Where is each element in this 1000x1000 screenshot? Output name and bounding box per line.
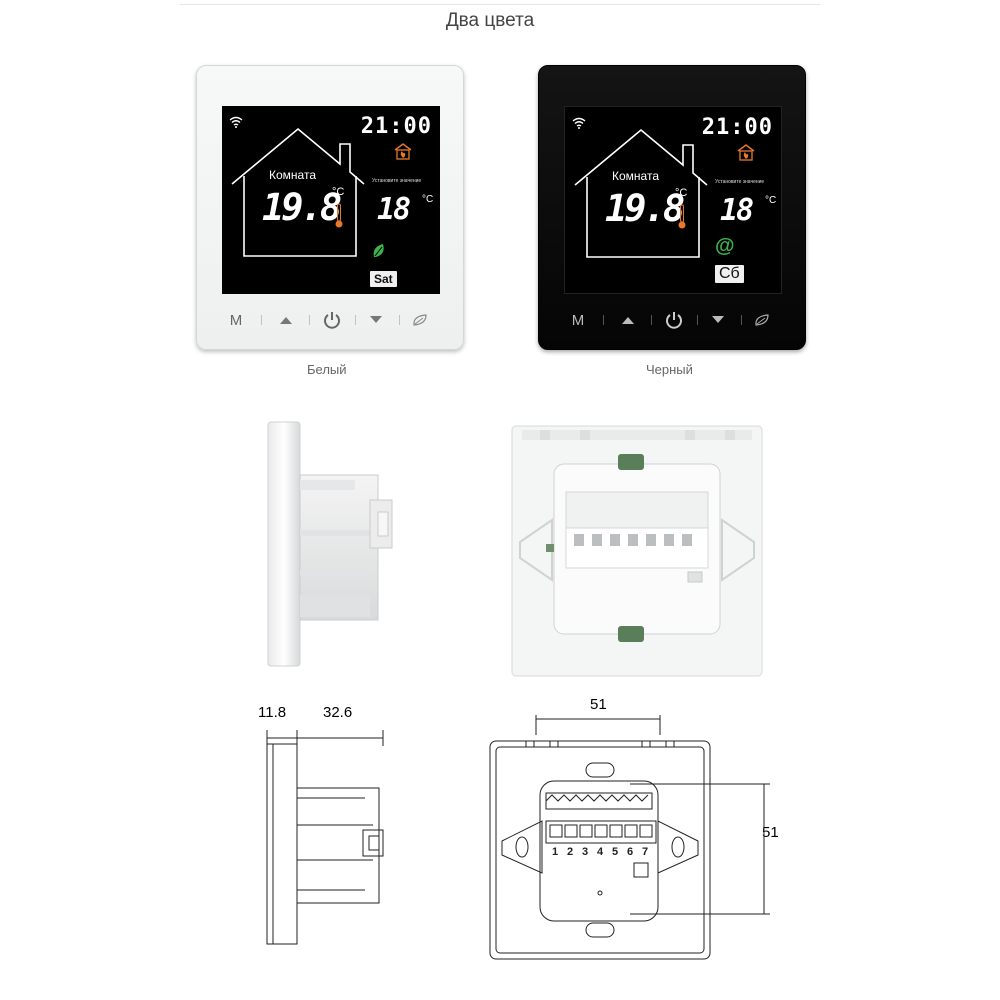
room-temp-unit: °C <box>675 187 688 199</box>
set-temp-unit: °C <box>422 194 434 205</box>
thermostat-screen: 21:00 Комната 19.8 °C Установите значени… <box>222 106 440 294</box>
house-outline-icon <box>231 127 365 257</box>
dimension-width: 51 <box>590 696 607 713</box>
weekday-badge: Сб <box>715 265 744 283</box>
power-icon <box>324 312 340 329</box>
power-button[interactable] <box>663 309 685 331</box>
back-dimension-drawing: 51 51 1 2 3 4 5 6 7 <box>489 696 779 960</box>
thermostat-black: 21:00 Комната 19.8 °C Установите значени… <box>538 65 806 350</box>
divider <box>309 315 310 325</box>
thermostat-white: 21:00 Комната 19.8 °C Установите значени… <box>196 65 464 350</box>
down-button[interactable] <box>707 309 729 331</box>
divider <box>261 315 262 325</box>
button-row: M <box>217 309 445 331</box>
arrow-up-icon <box>622 317 634 324</box>
top-divider <box>180 4 820 5</box>
up-button[interactable] <box>617 309 639 331</box>
back-view-photo <box>511 425 763 677</box>
terminal-number: 6 <box>627 846 633 858</box>
divider <box>651 315 652 325</box>
room-temperature: 19.8 <box>605 187 685 230</box>
divider <box>697 315 698 325</box>
mode-button[interactable]: M <box>229 311 243 329</box>
side-view-photo <box>267 421 393 667</box>
house-outline-icon <box>574 128 708 258</box>
thermometer-icon <box>335 203 343 228</box>
divider <box>603 315 604 325</box>
terminal-number: 7 <box>642 846 648 858</box>
clock-display: 21:00 <box>360 114 432 139</box>
white-variant-caption: Белый <box>307 362 347 377</box>
dimension-body-depth: 32.6 <box>323 704 352 721</box>
heating-flame-icon <box>737 144 755 161</box>
terminal-number: 3 <box>582 846 588 858</box>
power-button[interactable] <box>321 309 343 331</box>
room-label: Комната <box>612 169 659 183</box>
set-value-label: Установите значение <box>372 178 422 184</box>
set-temperature: 18 <box>377 192 411 227</box>
down-button[interactable] <box>365 309 387 331</box>
terminal-number: 5 <box>612 846 618 858</box>
mode-button[interactable]: M <box>571 311 585 329</box>
arrow-down-icon <box>370 316 382 323</box>
arrow-up-icon <box>280 317 292 324</box>
thermostat-screen: 21:00 Комната 19.8 °C Установите значени… <box>564 106 782 294</box>
heating-flame-icon <box>394 143 412 160</box>
divider <box>355 315 356 325</box>
up-button[interactable] <box>275 309 297 331</box>
divider <box>399 315 400 325</box>
room-temp-unit: °C <box>332 186 345 198</box>
terminal-number: 2 <box>567 846 573 858</box>
set-temp-unit: °C <box>765 195 777 206</box>
divider <box>741 315 742 325</box>
room-label: Комната <box>269 168 316 182</box>
weekday-badge: Sat <box>370 271 397 287</box>
eco-button[interactable] <box>751 309 773 331</box>
dimension-height: 51 <box>762 824 779 841</box>
page-title: Два цвета <box>445 10 535 31</box>
terminal-number: 4 <box>597 846 604 858</box>
room-temperature: 19.8 <box>262 186 342 229</box>
eco-leaf-icon <box>373 244 384 257</box>
eco-button[interactable] <box>409 309 431 331</box>
power-icon <box>666 312 682 329</box>
dimension-front-thickness: 11.8 <box>258 704 286 721</box>
set-value-label: Установите значение <box>715 179 765 185</box>
eco-status-symbol: @ <box>715 235 735 257</box>
terminal-number: 1 <box>552 846 558 858</box>
thermometer-icon <box>678 204 686 229</box>
wifi-icon <box>229 116 243 128</box>
eco-leaf-icon <box>755 314 769 326</box>
set-temperature: 18 <box>720 193 754 228</box>
wifi-icon <box>572 117 586 129</box>
arrow-down-icon <box>712 316 724 323</box>
button-row: M <box>559 309 787 331</box>
black-variant-caption: Черный <box>646 362 693 377</box>
side-dimension-drawing: 11.8 32.6 <box>258 704 384 945</box>
clock-display: 21:00 <box>701 115 773 140</box>
eco-leaf-icon <box>413 314 427 326</box>
